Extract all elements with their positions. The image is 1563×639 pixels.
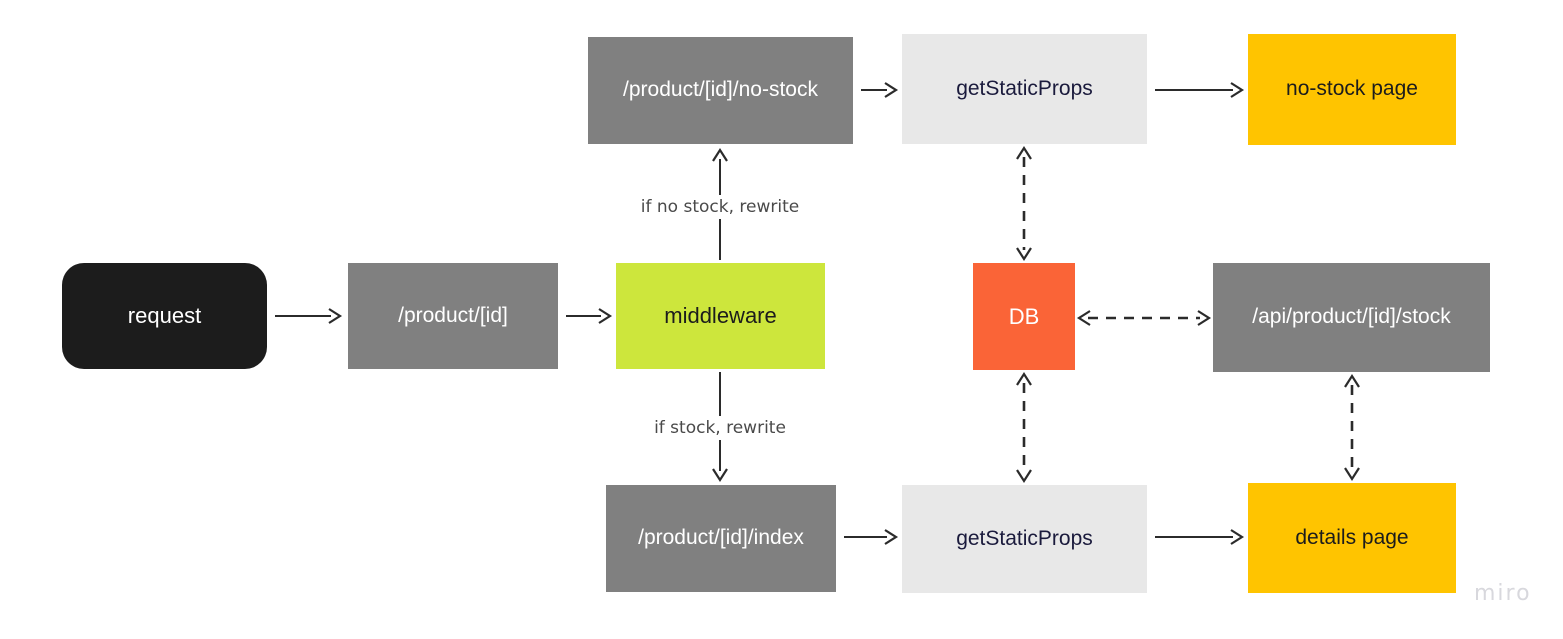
edge-gsp-top-db-link <box>1016 145 1032 262</box>
node-request[interactable]: request <box>62 263 267 369</box>
node-label-no-stock-page: no-stock page <box>1286 77 1418 101</box>
edge-gsp-top-to-no-stock-page <box>1155 82 1245 98</box>
arrowhead-end-middleware-to-no-stock-route <box>712 147 728 162</box>
arrowhead-end-gsp-top-db-link <box>1016 247 1032 262</box>
node-get-static-props-bottom[interactable]: getStaticProps <box>902 485 1147 593</box>
arrowhead-end-request-to-product-id <box>328 308 343 324</box>
edge-request-to-product-id <box>275 308 343 324</box>
node-label-middleware: middleware <box>664 303 777 329</box>
edge-gsp-bottom-to-details-page <box>1155 529 1245 545</box>
node-label-db: DB <box>1008 303 1040 329</box>
miro-watermark: miro <box>1474 581 1532 606</box>
arrowhead-start-api-to-details-page-link <box>1344 373 1360 388</box>
node-label-get-static-props-top: getStaticProps <box>956 76 1093 100</box>
arrowhead-start-db-api-link <box>1076 310 1091 326</box>
node-label-get-static-props-bottom: getStaticProps <box>956 526 1093 550</box>
edge-index-route-to-gsp <box>844 529 899 545</box>
arrowhead-end-gsp-top-to-no-stock-page <box>1230 82 1245 98</box>
arrowhead-end-db-api-link <box>1197 310 1212 326</box>
edge-label-middleware-to-no-stock-route: if no stock, rewrite <box>634 195 806 219</box>
edge-product-id-to-middleware <box>566 308 613 324</box>
arrowhead-end-api-to-details-page-link <box>1344 467 1360 482</box>
node-label-request: request <box>127 303 202 329</box>
node-no-stock-page[interactable]: no-stock page <box>1248 34 1456 145</box>
node-db[interactable]: DB <box>973 263 1075 370</box>
arrowhead-end-middleware-to-index-route <box>712 468 728 483</box>
node-product-id-index[interactable]: /product/[id]/index <box>606 485 836 592</box>
arrowhead-end-product-id-to-middleware <box>598 308 613 324</box>
edge-label-middleware-to-index-route: if stock, rewrite <box>648 416 792 440</box>
edge-api-to-details-page-link <box>1344 373 1360 482</box>
node-api-product-id-stock[interactable]: /api/product/[id]/stock <box>1213 263 1490 372</box>
node-label-product-id: /product/[id] <box>398 303 508 327</box>
node-label-product-id-no-stock: /product/[id]/no-stock <box>623 78 818 102</box>
edge-no-stock-route-to-gsp <box>861 82 899 98</box>
arrowhead-end-gsp-bottom-to-details-page <box>1230 529 1245 545</box>
node-label-details-page: details page <box>1295 525 1409 549</box>
node-details-page[interactable]: details page <box>1248 483 1456 593</box>
node-get-static-props-top[interactable]: getStaticProps <box>902 34 1147 144</box>
node-label-api-product-id-stock: /api/product/[id]/stock <box>1252 305 1451 329</box>
arrowhead-end-no-stock-route-to-gsp <box>884 82 899 98</box>
node-middleware[interactable]: middleware <box>616 263 825 369</box>
node-product-id-no-stock[interactable]: /product/[id]/no-stock <box>588 37 853 144</box>
arrowhead-start-db-to-gsp-bottom-link <box>1016 371 1032 386</box>
arrowhead-start-gsp-top-db-link <box>1016 145 1032 160</box>
arrowhead-end-db-to-gsp-bottom-link <box>1016 469 1032 484</box>
arrowhead-end-index-route-to-gsp <box>884 529 899 545</box>
node-product-id[interactable]: /product/[id] <box>348 263 558 369</box>
edge-db-to-gsp-bottom-link <box>1016 371 1032 484</box>
node-label-product-id-index: /product/[id]/index <box>638 526 804 550</box>
edge-db-api-link <box>1076 310 1212 326</box>
